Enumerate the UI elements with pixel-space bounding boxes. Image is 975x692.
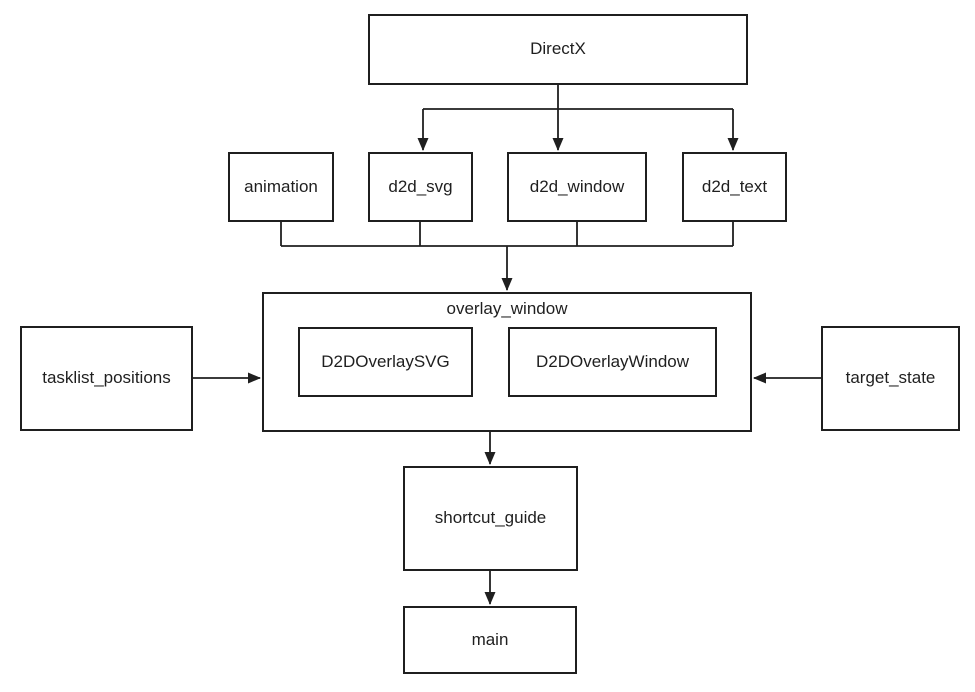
node-d2d-overlay-svg-label: D2DOverlaySVG — [321, 351, 450, 371]
node-animation: animation — [228, 152, 334, 222]
node-d2d-svg: d2d_svg — [368, 152, 473, 222]
node-shortcut-guide: shortcut_guide — [403, 466, 578, 571]
node-d2d-overlay-svg: D2DOverlaySVG — [298, 327, 473, 397]
node-overlay-window-label: overlay_window — [446, 299, 568, 318]
node-main: main — [403, 606, 577, 674]
node-d2d-window-label: d2d_window — [529, 176, 625, 196]
node-d2d-svg-label: d2d_svg — [388, 176, 453, 196]
node-d2d-overlay-window-label: D2DOverlayWindow — [535, 351, 690, 371]
node-d2d-window: d2d_window — [507, 152, 647, 222]
node-target-state-label: target_state — [845, 368, 936, 388]
node-shortcut-guide-label: shortcut_guide — [434, 508, 547, 528]
node-target-state: target_state — [821, 326, 960, 431]
node-directx: DirectX — [368, 14, 748, 85]
node-animation-label: animation — [244, 176, 318, 196]
node-directx-label: DirectX — [530, 39, 586, 59]
node-main-label: main — [471, 629, 509, 649]
node-d2d-overlay-window: D2DOverlayWindow — [508, 327, 717, 397]
node-d2d-text: d2d_text — [682, 152, 787, 222]
node-tasklist-positions: tasklist_positions — [20, 326, 193, 431]
node-tasklist-positions-label: tasklist_positions — [42, 368, 171, 388]
node-d2d-text-label: d2d_text — [701, 176, 768, 196]
